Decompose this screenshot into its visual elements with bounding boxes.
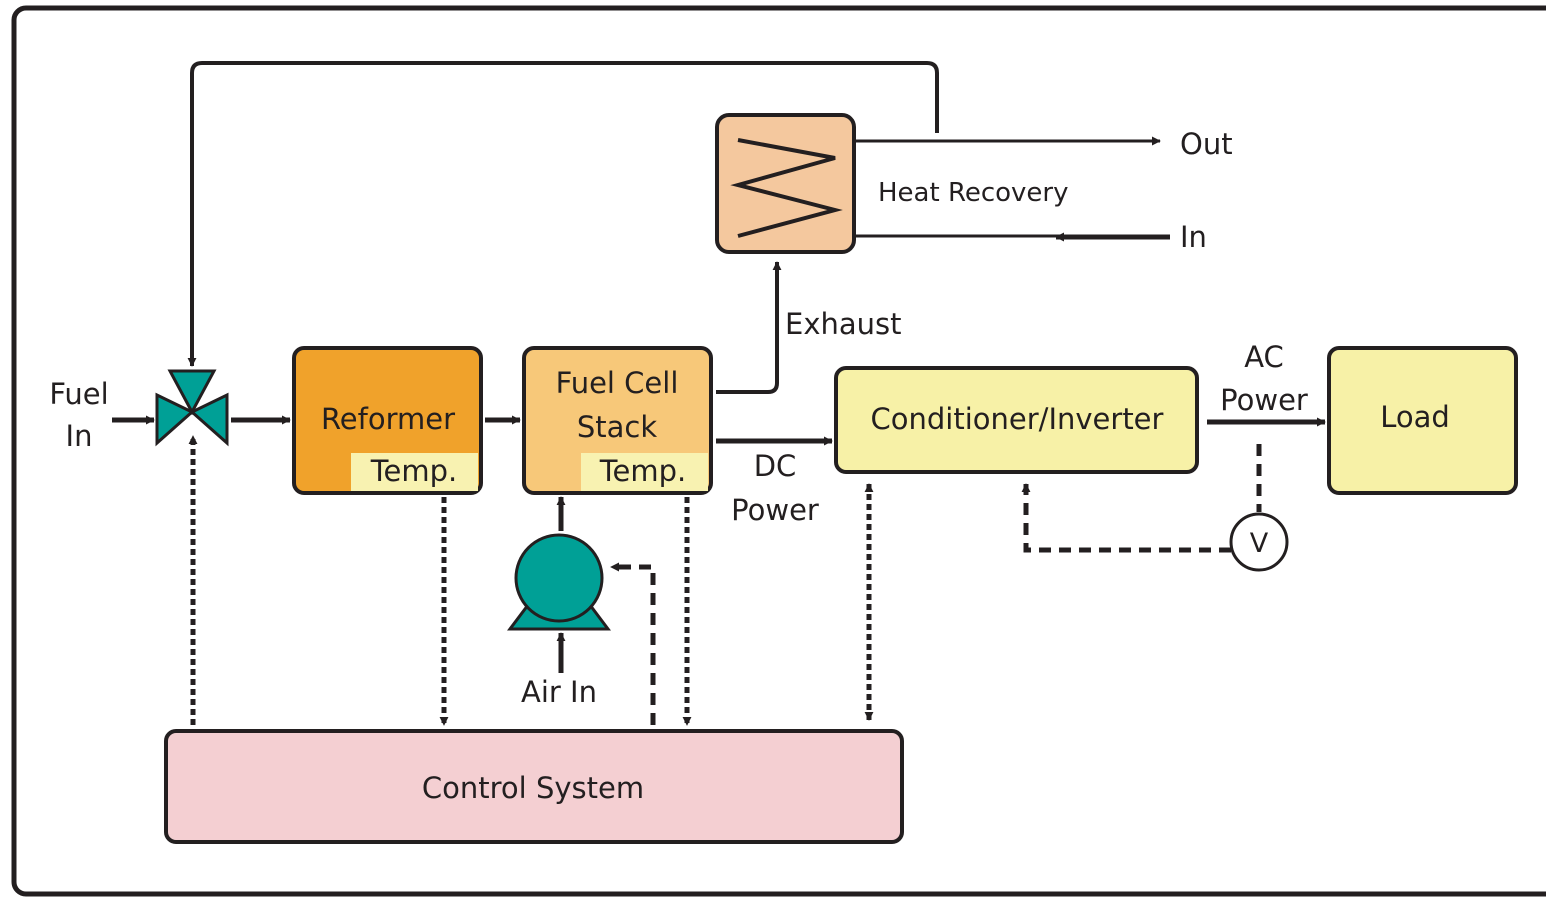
reformer-temp-label: Temp. [370,454,458,488]
outer-frame [11,5,1546,897]
heat-exchanger-coil-icon [730,138,843,238]
stack-temp-tag [581,453,708,491]
dc-power-label-line1: DC [754,449,797,483]
pump-control-signal [610,562,656,725]
control-system-label: Control System [422,771,644,805]
dc-power-label-line2: Power [731,493,819,527]
exhaust-line [716,261,782,394]
air-in-label: Air In [521,675,597,709]
stack-label-line1: Fuel Cell [556,366,679,400]
reformer-label: Reformer [321,402,455,436]
exhaust-label: Exhaust [785,307,902,341]
three-way-valve-icon [155,369,229,447]
heat-in-label: In [1180,220,1207,254]
load-label: Load [1380,400,1450,434]
load-block: Load [1327,346,1518,495]
stack-label-line2: Stack [577,410,657,444]
fuel-in-label-line1: Fuel [49,377,108,411]
reformer-temp-tag [351,453,478,491]
heat-out-label: Out [1180,127,1233,161]
heat-exchanger [715,113,856,254]
voltmeter-label: V [1250,528,1269,559]
ac-power-label-line1: AC [1244,340,1284,374]
fuel-in-label-line2: In [66,419,93,453]
voltmeter-icon: V [1229,512,1289,572]
ac-power-label-line2: Power [1220,383,1308,417]
fuel-cell-stack-block: Fuel Cell Stack Temp. [522,346,713,495]
reformer-block: Reformer Temp. [292,346,483,495]
air-blower-icon [507,533,611,631]
conditioner-inverter-block: Conditioner/Inverter [834,366,1199,474]
conditioner-label: Conditioner/Inverter [871,402,1164,436]
recycle-loop-line [187,61,939,367]
voltmeter-feedback-signal [1021,483,1231,553]
stack-temp-label: Temp. [599,454,687,488]
heat-recovery-label: Heat Recovery [878,178,1069,208]
control-system-block: Control System [164,729,904,844]
